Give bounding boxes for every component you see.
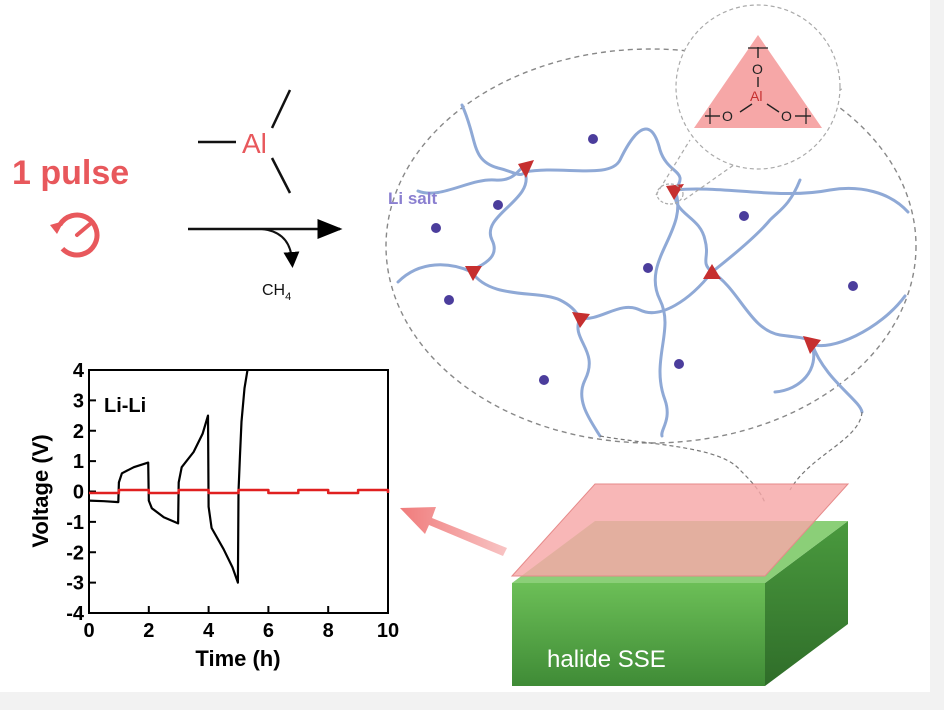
- li-ion: [539, 375, 549, 385]
- x-tick-label: 8: [323, 620, 334, 642]
- y-tick-label: 2: [73, 421, 84, 443]
- x-tick-label: 0: [83, 620, 94, 642]
- plot-series: [88, 369, 390, 584]
- voltage-curve-bare: [88, 369, 249, 584]
- voltage-curve-coated: [89, 488, 390, 495]
- x-axis-label: Time (h): [195, 646, 280, 671]
- x-tick-label: 6: [263, 620, 274, 642]
- refresh-cycle-icon: [50, 212, 100, 258]
- li-ion: [588, 134, 598, 144]
- polymer-network: Li salt O Al O O: [385, 4, 917, 444]
- x-axis: 0 2 4 6 8 10: [83, 606, 399, 642]
- al-symbol: Al: [242, 128, 267, 159]
- y-tick-label: -3: [66, 573, 84, 595]
- li-ion: [848, 281, 858, 291]
- sse-label: halide SSE: [547, 646, 666, 673]
- li-ion: [643, 263, 653, 273]
- y-tick-label: -1: [66, 512, 84, 534]
- al-alkoxide-inset: O Al O O: [675, 4, 841, 170]
- al-node: [518, 160, 534, 178]
- al-node: [465, 266, 482, 281]
- li-salt-ions: [431, 134, 858, 385]
- diagram-canvas: 1 pulse Al CH4: [12, 4, 917, 686]
- y-axis-label: Voltage (V): [28, 434, 53, 547]
- oxygen-left: O: [722, 108, 733, 124]
- li-ion: [444, 295, 454, 305]
- al-crosslink-nodes: [465, 160, 821, 354]
- byproduct-arrow: [261, 228, 300, 268]
- pink-arrow: [400, 507, 507, 556]
- li-ion: [739, 211, 749, 221]
- voltage-plot: -4 -3 -2 -1 0 1 2 3 4 0 2 4 6 8 10 Li-Li Time (h) Vol…: [28, 360, 399, 671]
- graphical-abstract: 1 pulse Al CH4: [0, 0, 930, 692]
- battery-stack: halide SSE: [510, 483, 850, 686]
- polymer-chains: [396, 103, 910, 438]
- li-ion: [493, 200, 503, 210]
- al-node: [666, 184, 684, 200]
- y-tick-label: 4: [73, 360, 85, 382]
- y-tick-label: 0: [73, 482, 84, 504]
- li-salt-label: Li salt: [388, 189, 437, 208]
- x-tick-label: 10: [377, 620, 399, 642]
- inset-al: Al: [750, 88, 762, 104]
- al-node: [803, 336, 821, 354]
- al-node: [703, 264, 721, 279]
- sse-side: [765, 521, 848, 686]
- y-tick-label: -2: [66, 542, 84, 564]
- sse-front: [512, 583, 765, 686]
- y-tick-label: -4: [66, 603, 85, 625]
- al-node: [572, 312, 590, 328]
- al-coating-layer: [510, 483, 850, 577]
- y-tick-label: 1: [73, 451, 84, 473]
- y-tick-label: 3: [73, 390, 84, 412]
- pulse-label: 1 pulse: [12, 154, 129, 192]
- li-ion: [674, 359, 684, 369]
- li-li-annotation: Li-Li: [104, 395, 146, 417]
- oxygen-top: O: [752, 61, 763, 77]
- trimethylaluminum-molecule: Al: [198, 89, 292, 194]
- oxygen-right: O: [781, 108, 792, 124]
- x-tick-label: 2: [143, 620, 154, 642]
- byproduct-label: CH4: [262, 282, 291, 303]
- li-ion: [431, 223, 441, 233]
- reaction-scheme: 1 pulse Al CH4: [12, 89, 343, 303]
- x-tick-label: 4: [203, 620, 215, 642]
- zoom-connector-right: [789, 411, 863, 491]
- y-axis: -4 -3 -2 -1 0 1 2 3 4: [66, 360, 96, 625]
